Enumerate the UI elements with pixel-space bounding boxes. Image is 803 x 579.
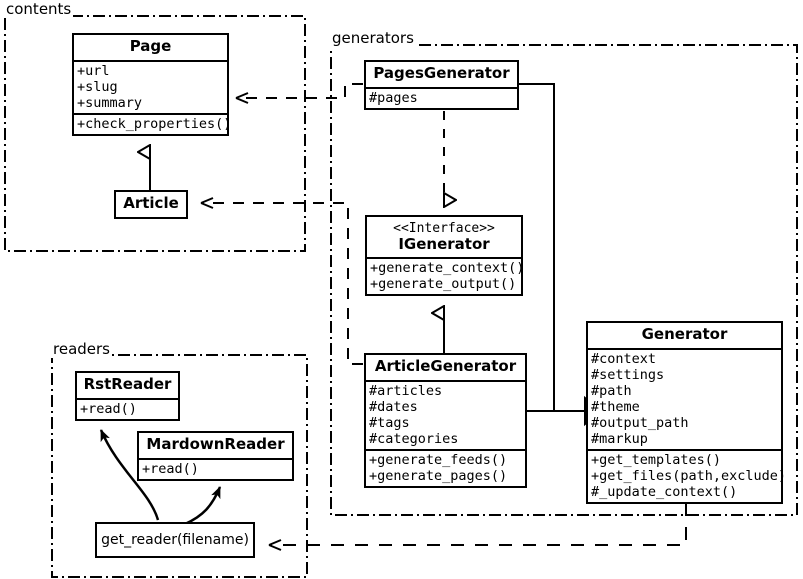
class-box-article[interactable]: Article	[114, 190, 188, 219]
class-name-article: Article	[123, 194, 179, 212]
class-name-label-igenerator: IGenerator	[398, 234, 490, 253]
class-name-pagesgenerator: PagesGenerator	[373, 64, 510, 82]
attribute-row: #context	[591, 350, 657, 367]
function-box-get-reader[interactable]: get_reader(filename)	[95, 522, 255, 558]
operation-row: +check_properties()	[77, 115, 232, 132]
operation-row: +get_templates()	[591, 451, 722, 468]
class-stereotype-igenerator: <<Interface>>	[393, 221, 495, 236]
operation-row: +read()	[142, 460, 199, 477]
dependency-pagesgenerator-to-page	[235, 83, 363, 104]
class-attributes-generator: #context #settings #path #theme #output_…	[588, 347, 781, 449]
operation-row: #_update_context()	[591, 483, 738, 500]
package-border-readers	[51, 354, 308, 578]
attribute-row: #categories	[369, 430, 459, 447]
attribute-row: #articles	[369, 382, 443, 399]
class-operations-generator: +get_templates() +get_files(path,exclude…	[588, 448, 787, 502]
class-operations-rstreader: +read()	[77, 397, 178, 419]
class-name-generator: Generator	[641, 325, 728, 343]
operation-row: +get_files(path,exclude)	[591, 467, 787, 484]
attribute-row: #markup	[591, 430, 648, 447]
attribute-row: #tags	[369, 414, 410, 431]
dependency-generator-to-getreader	[268, 503, 687, 551]
package-label-generators: generators	[330, 29, 416, 47]
class-box-page[interactable]: Page +url +slug +summary +check_properti…	[72, 33, 232, 136]
class-name-articlegenerator: ArticleGenerator	[374, 357, 517, 375]
attribute-row: #path	[591, 382, 632, 399]
class-operations-mardownreader: +read()	[139, 457, 292, 479]
attribute-row: +slug	[77, 78, 118, 95]
attribute-row: #theme	[591, 398, 640, 415]
class-name-page: Page	[129, 37, 172, 55]
operation-row: +generate_feeds()	[369, 451, 508, 468]
package-border-contents	[4, 15, 306, 252]
class-name-mardownreader: MardownReader	[146, 435, 285, 453]
call-getreader-to-mardownreader	[184, 486, 222, 526]
class-box-igenerator[interactable]: <<Interface>> IGenerator +generate_conte…	[365, 215, 525, 297]
class-box-generator[interactable]: Generator #context #settings #path #them…	[586, 321, 787, 504]
package-label-readers: readers	[51, 340, 112, 358]
class-operations-articlegenerator: +generate_feeds() +generate_pages()	[366, 448, 525, 486]
package-border-generators	[330, 44, 798, 516]
generalization-pagesgenerator-to-generator	[519, 83, 555, 411]
function-label-get-reader: get_reader(filename)	[101, 532, 249, 548]
operation-row: +generate_context()	[370, 260, 525, 277]
attribute-row: #settings	[591, 366, 665, 383]
call-getreader-to-rstreader	[99, 429, 160, 521]
dependency-articlegenerator-to-article	[200, 197, 363, 365]
class-operations-igenerator: +generate_context() +generate_output()	[367, 257, 525, 294]
class-attributes-page: +url +slug +summary	[74, 59, 227, 113]
attribute-row: #pages	[369, 89, 418, 106]
operation-row: +generate_pages()	[369, 467, 508, 484]
class-operations-page: +check_properties()	[74, 112, 232, 134]
attribute-row: +summary	[77, 94, 143, 111]
class-box-pagesgenerator[interactable]: PagesGenerator #pages	[364, 60, 519, 110]
attribute-row: +url	[77, 62, 110, 79]
class-attributes-pagesgenerator: #pages	[366, 86, 517, 108]
class-box-rstreader[interactable]: RstReader +read()	[75, 371, 180, 421]
class-box-articlegenerator[interactable]: ArticleGenerator #articles #dates #tags …	[364, 353, 527, 488]
class-attributes-articlegenerator: #articles #dates #tags #categories	[366, 379, 525, 449]
operation-row: +read()	[80, 400, 137, 417]
class-name-rstreader: RstReader	[83, 375, 172, 393]
class-name-igenerator: <<Interface>> IGenerator	[367, 217, 521, 257]
package-label-contents: contents	[4, 0, 74, 18]
attribute-row: #dates	[369, 398, 418, 415]
operation-row: +generate_output()	[370, 276, 517, 293]
class-box-mardownreader[interactable]: MardownReader +read()	[137, 431, 294, 481]
attribute-row: #output_path	[591, 414, 689, 431]
